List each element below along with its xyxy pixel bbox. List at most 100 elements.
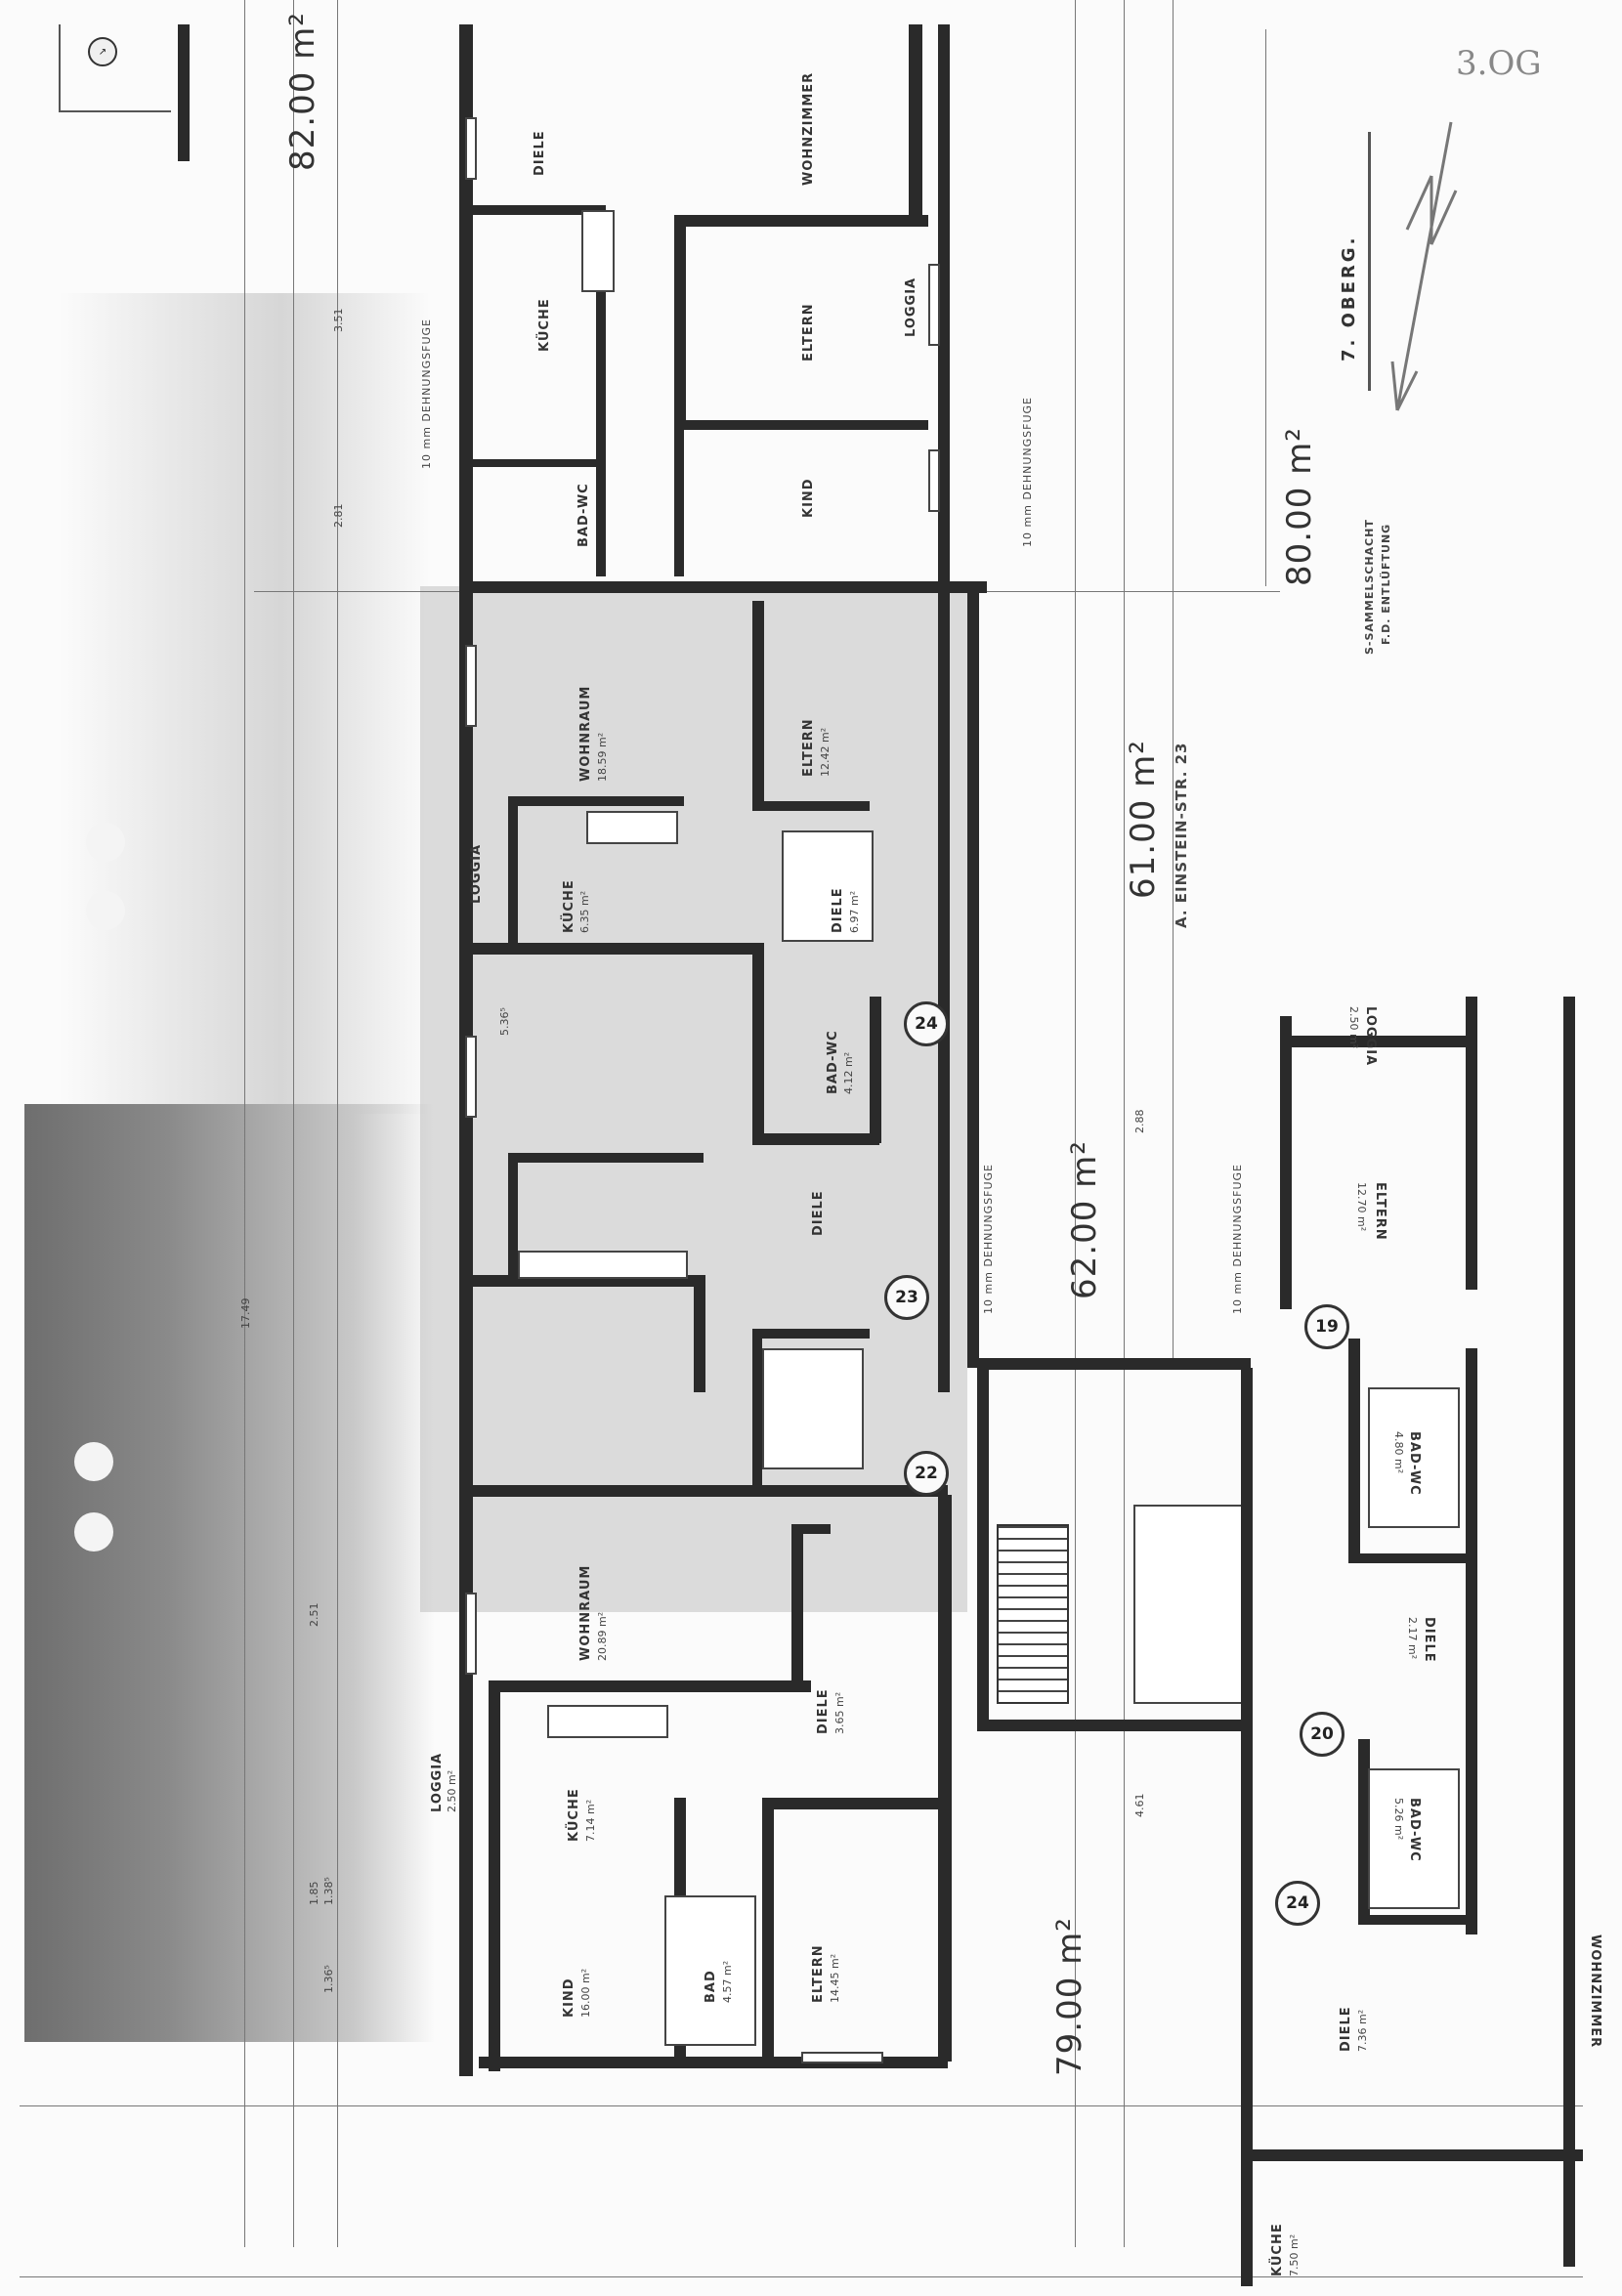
room-label: KÜCHE — [1270, 2223, 1285, 2276]
dimension-text: 2.88 — [1133, 1109, 1146, 1134]
room-label: LOGGIA — [904, 276, 918, 337]
bathroom-fixtures — [1368, 1768, 1460, 1909]
north-arrow-icon — [1390, 121, 1458, 411]
room-label: BAD — [704, 1970, 718, 2003]
wall-line — [59, 24, 61, 112]
wall — [694, 1275, 705, 1392]
punch-hole — [86, 891, 125, 930]
punch-hole — [86, 823, 125, 862]
wall — [762, 1798, 774, 2062]
wall — [791, 1524, 831, 1534]
dimension-line — [293, 0, 294, 2247]
grey-tone-region — [420, 586, 967, 1612]
wall — [459, 943, 762, 955]
apartment-area-label: 79.00 m² — [1050, 1917, 1089, 2076]
wall — [977, 1358, 989, 1729]
dimension-text: 1.38⁵ — [322, 1877, 335, 1905]
wall — [674, 430, 684, 576]
room-size: 12.42 m² — [819, 727, 832, 777]
unit-marker: 20 — [1300, 1712, 1345, 1757]
wall — [1280, 1036, 1475, 1047]
kitchen-counter — [581, 210, 615, 292]
dimension-text: 17.49 — [239, 1297, 252, 1330]
bathroom-fixtures — [664, 1895, 756, 2046]
room-label: DIELE — [811, 1190, 826, 1236]
room-label: KIND — [801, 478, 816, 518]
room-size: 2.17 m² — [1406, 1617, 1419, 1660]
room-label: WOHNZIMMER — [1588, 1935, 1602, 2049]
wall — [489, 1680, 811, 1692]
room-label: KÜCHE — [537, 298, 552, 352]
wall — [469, 459, 606, 467]
wall — [459, 581, 987, 593]
handwritten-note: 3.OG — [1456, 44, 1542, 83]
expansion-joint-note: 10 mm DEHNUNGSFUGE — [1231, 1164, 1244, 1314]
unit-marker: 24 — [904, 1001, 949, 1046]
punch-hole — [74, 1512, 113, 1552]
window — [801, 2052, 883, 2063]
wall — [909, 24, 922, 220]
room-size: 2.50 m² — [446, 1769, 458, 1812]
wall — [977, 1720, 1251, 1731]
staircase — [997, 1524, 1069, 1704]
wall — [1348, 1553, 1475, 1563]
window — [928, 449, 940, 512]
dimension-text: 4.61 — [1133, 1793, 1146, 1818]
room-size: 16.00 m² — [579, 1968, 592, 2018]
room-size: 2.50 m² — [1347, 1006, 1360, 1049]
room-label: DIELE — [831, 887, 845, 933]
wall — [459, 1485, 948, 1497]
room-size: 14.45 m² — [829, 1953, 841, 2003]
room-label: WOHNRAUM — [578, 685, 593, 782]
wall — [752, 943, 764, 1138]
wall — [752, 1329, 870, 1339]
room-label: ELTERN — [811, 1944, 826, 2003]
room-label: ELTERN — [801, 303, 816, 361]
dimension-text: 3.51 — [332, 308, 345, 333]
wall — [489, 1680, 500, 2071]
wall — [870, 997, 881, 1143]
wall — [1466, 997, 1477, 1290]
dimension-text: 1.36⁵ — [322, 1965, 335, 1993]
wall — [752, 601, 764, 806]
wall — [596, 205, 606, 576]
room-size: 7.36 m² — [1356, 2009, 1369, 2052]
room-size: 4.12 m² — [842, 1051, 855, 1094]
street-label: A. EINSTEIN-STR. 23 — [1173, 742, 1190, 929]
kitchen-counter — [518, 1251, 688, 1279]
dimension-line — [1173, 0, 1174, 1368]
room-label: WOHNRAUM — [578, 1564, 593, 1661]
room-size: 3.65 m² — [833, 1691, 846, 1734]
punch-hole — [74, 1442, 113, 1481]
dimension-line — [20, 2276, 1583, 2277]
kitchen-counter — [586, 811, 678, 844]
apartment-area-label: 82.00 m² — [283, 12, 322, 171]
expansion-joint-note: 10 mm DEHNUNGSFUGE — [982, 1164, 995, 1314]
bathroom-fixtures — [782, 830, 874, 942]
wall — [178, 24, 190, 161]
wall — [977, 1358, 1251, 1370]
wall — [1241, 2149, 1583, 2161]
shaft-note-sub: F.D. ENTLÜFTUNG — [1380, 523, 1392, 645]
dimension-text: 2.81 — [332, 503, 345, 529]
wall — [508, 796, 684, 806]
floor-title: 7. OBERG. — [1339, 234, 1359, 361]
room-size: 12.70 m² — [1355, 1182, 1368, 1232]
bathroom-fixtures — [762, 1348, 864, 1469]
dimension-line — [244, 0, 245, 2247]
window — [928, 264, 940, 346]
wall — [967, 586, 979, 1368]
dimension-line — [20, 2105, 1583, 2106]
apartment-area-label: 62.00 m² — [1065, 1140, 1104, 1299]
wall — [674, 215, 928, 227]
window — [465, 1036, 477, 1118]
wall — [752, 801, 870, 811]
bathroom-fixtures — [1368, 1387, 1460, 1528]
expansion-joint-note: 10 mm DEHNUNGSFUGE — [1021, 397, 1034, 547]
window — [465, 645, 477, 727]
room-label: DIELE — [816, 1688, 831, 1734]
shaft-note: S-SAMMELSCHACHT — [1363, 519, 1376, 655]
unit-marker: 19 — [1304, 1304, 1349, 1349]
apartment-area-label: 80.00 m² — [1280, 427, 1319, 586]
